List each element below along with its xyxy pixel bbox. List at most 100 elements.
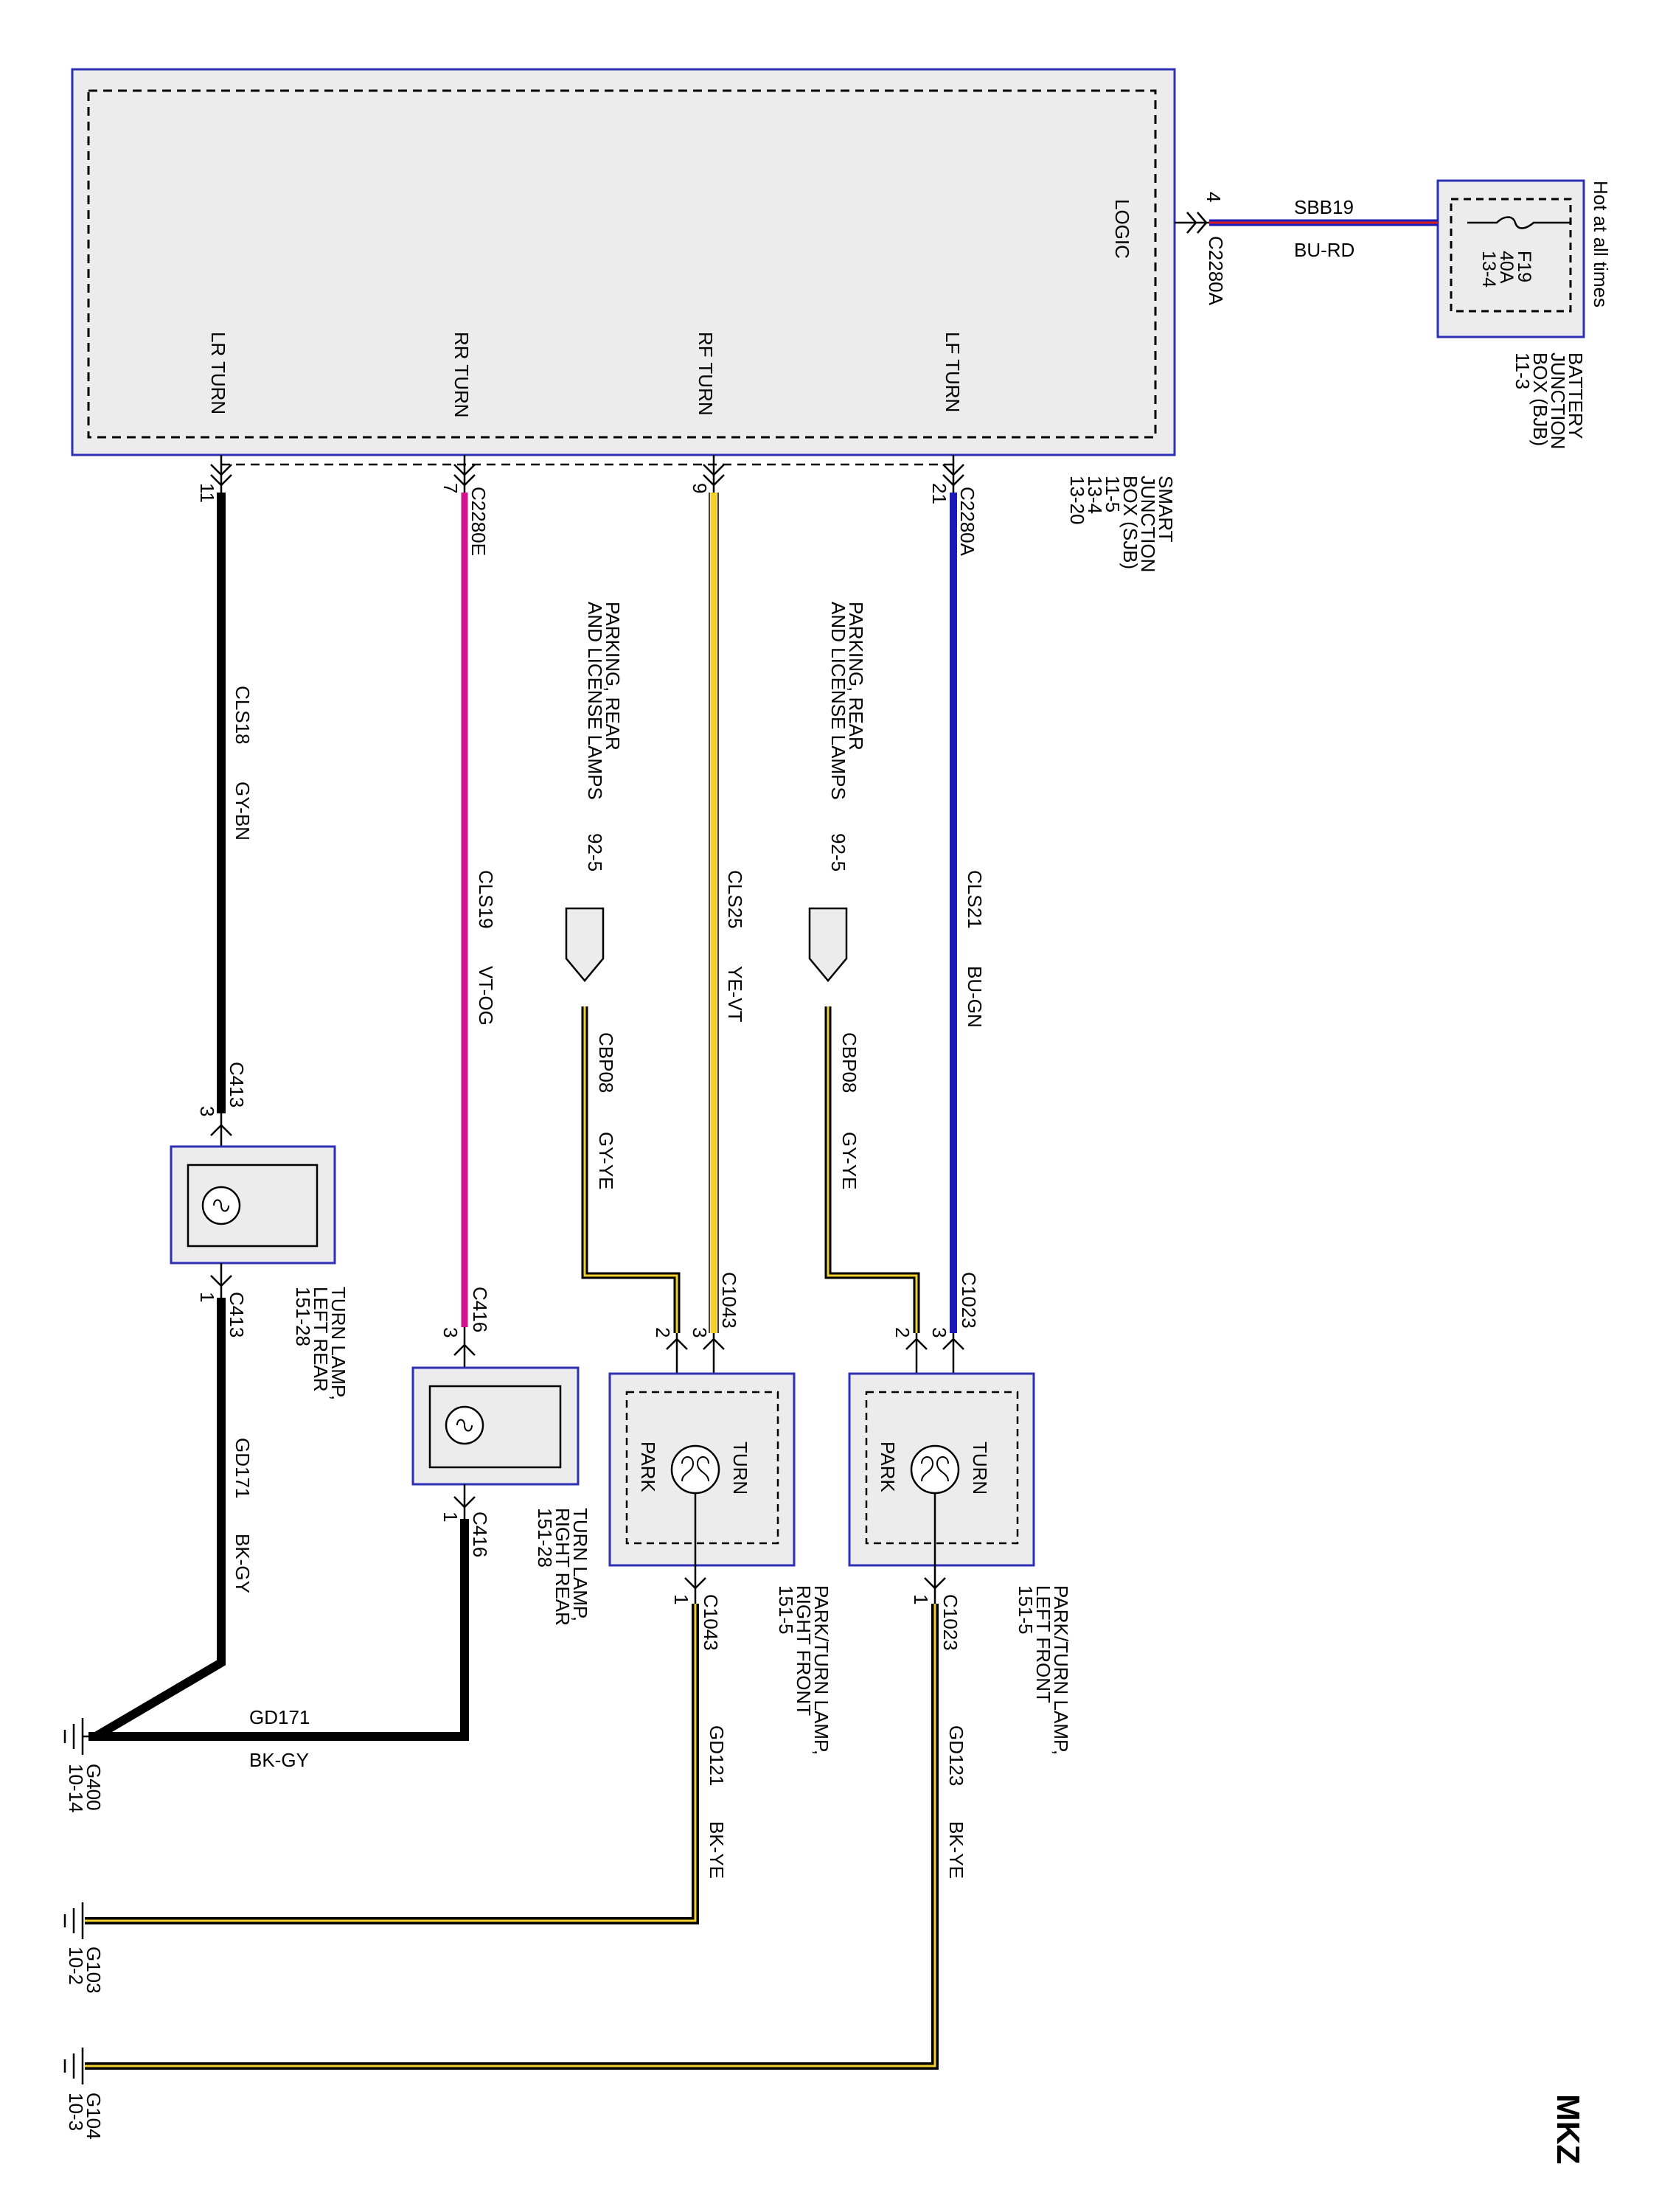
rf-wire-color: YE-VT <box>724 966 746 1023</box>
lf-lamp-pin-out: 1 <box>910 1594 932 1604</box>
rf-lamp-park-chevron <box>666 1338 688 1350</box>
lr-ground-wire <box>93 1298 226 1741</box>
lr-pin-number: 11 <box>196 483 218 503</box>
lf-pin-number: 21 <box>928 483 950 504</box>
lf-lamp-turn-label: TURN <box>969 1441 991 1495</box>
rr-ground-wire <box>88 1519 469 1741</box>
rf-lamp-ref: 151-5 <box>775 1585 797 1635</box>
lr-lamp-connector-in: C413 <box>226 1062 248 1107</box>
supply-pin: 4 <box>1203 192 1225 202</box>
rr-pin-number: 7 <box>439 483 462 493</box>
rr-lamp-pin-out: 1 <box>439 1512 462 1522</box>
rf-lamp-out-chevron <box>684 1577 706 1590</box>
lf-park-feed-circuit: CBP08 <box>838 1032 860 1093</box>
lr-wire-circuit: CLS18 <box>232 686 254 745</box>
fuse-symbol <box>1467 216 1571 229</box>
sjb-inner-dashed <box>87 89 1157 439</box>
rf-pin-number: 9 <box>689 483 711 493</box>
supply-pin-chevron <box>1186 212 1197 234</box>
rf-lamp-name-line2: RIGHT FRONT <box>793 1585 815 1716</box>
lf-park-feed-color: GY-YE <box>838 1132 860 1190</box>
lr-lamp-ref: 151-28 <box>292 1287 314 1346</box>
lf-bulb-filament-b <box>936 1456 949 1482</box>
rf-pin-chevron <box>703 464 725 476</box>
lf-park-feed-line2: AND LICENSE LAMPS <box>827 602 849 800</box>
rf-park-feed-connector <box>565 907 605 982</box>
rf-lamp-inner-dashed <box>625 1391 779 1545</box>
lf-park-feed-line1: PARKING, REAR <box>845 602 867 751</box>
sjb-ref-3: 13-20 <box>1066 476 1088 525</box>
rr-lamp-name-line1: TURN LAMP, <box>569 1508 591 1621</box>
sjb-output-rf-label: RF TURN <box>695 332 717 416</box>
lf-pin-chevron2 <box>942 474 964 487</box>
rr-wire-circuit: CLS19 <box>475 870 497 929</box>
rf-lamp-connector-out: C1043 <box>700 1594 722 1651</box>
lr-lamp-pin-in: 3 <box>196 1106 218 1116</box>
sjb-name-line1: SMART <box>1155 476 1177 543</box>
rf-ground-circuit: GD121 <box>706 1725 728 1786</box>
rf-bulb-icon <box>670 1444 720 1495</box>
ground-icon-g104 <box>63 2048 84 2084</box>
sjb-name-line2: JUNCTION <box>1137 476 1159 572</box>
rf-park-feed-line1: PARKING, REAR <box>602 602 624 751</box>
rf-park-feed-line2: AND LICENSE LAMPS <box>584 602 606 800</box>
ground-icon-g400 <box>63 1718 92 1755</box>
supply-circuit: SBB19 <box>1294 196 1354 218</box>
lf-bulb-filament-a <box>921 1456 934 1482</box>
lf-lamp-inner-dashed <box>865 1391 1019 1545</box>
lf-lamp-pin-park: 2 <box>891 1327 914 1338</box>
rr-ground-circuit: GD171 <box>249 1706 310 1728</box>
lr-lamp-name-line1: TURN LAMP, <box>327 1287 349 1400</box>
rf-wire-circuit: CLS25 <box>724 870 746 929</box>
g400-name: G400 <box>83 1764 105 1811</box>
lf-ground-circuit: GD123 <box>945 1725 967 1786</box>
lr-lamp-name-line2: LEFT REAR <box>310 1287 332 1392</box>
sjb-logic-label: LOGIC <box>1111 199 1133 259</box>
rf-ground-color: BK-YE <box>706 1821 728 1879</box>
bjb-inner-dashed <box>1450 198 1572 313</box>
bjb-name-line1: BATTERY <box>1565 352 1587 439</box>
lr-pin-chevron2 <box>210 474 232 487</box>
lf-wire-color: BU-GN <box>964 966 986 1028</box>
bjb-hot-label: Hot at all times <box>1590 181 1612 307</box>
lr-pin-chevron <box>210 464 232 476</box>
fuse-ref: 13-4 <box>1478 251 1499 288</box>
lf-lamp-name-line2: LEFT FRONT <box>1032 1585 1054 1703</box>
rf-lamp-pin-turn: 3 <box>689 1327 711 1338</box>
lr-lamp-connector-out: C413 <box>226 1292 248 1338</box>
rf-lamp-name-line1: PARK/TURN LAMP, <box>810 1585 832 1755</box>
rf-bulb-filament-b <box>696 1456 709 1482</box>
rr-lamp-name-line2: RIGHT REAR <box>552 1508 574 1626</box>
bjb-ref: 11-3 <box>1512 352 1534 389</box>
lf-lamp-turn-chevron <box>942 1338 964 1350</box>
lf-lamp-park-label: PARK <box>877 1441 899 1493</box>
lr-lamp-out-chevron <box>210 1275 232 1287</box>
rf-park-feed-color: GY-YE <box>595 1132 617 1190</box>
rf-lamp-turn-label: TURN <box>729 1441 751 1495</box>
lf-lamp-out-chevron <box>924 1577 946 1590</box>
rf-lamp-pin-out: 1 <box>670 1594 692 1604</box>
g400-ref: 10-14 <box>65 1764 87 1813</box>
rf-park-feed-ref: 92-5 <box>584 833 606 872</box>
rf-park-feed-wire-stripe <box>583 1006 678 1333</box>
lr-ground-color: BK-GY <box>232 1534 254 1593</box>
g103-name: G103 <box>83 1947 105 1994</box>
lf-ground-color: BK-YE <box>945 1821 967 1879</box>
rr-pin-chevron2 <box>453 474 476 487</box>
sjb-module-box <box>71 68 1176 456</box>
sjb-output-rr-label: RR TURN <box>451 332 473 418</box>
g104-ref: 10-3 <box>65 2093 87 2131</box>
lf-pin-chevron <box>942 464 964 476</box>
supply-pin-chevron2 <box>1197 212 1208 234</box>
sjb-ref-2: 13-4 <box>1084 476 1106 514</box>
bjb-name-line2: JUNCTION <box>1547 352 1569 449</box>
rr-pin-chevron <box>453 464 476 476</box>
ground-icon-g103 <box>63 1902 84 1939</box>
fuse-rating: 40A <box>1496 251 1517 284</box>
lf-lamp-connector-out: C1023 <box>939 1594 961 1651</box>
lf-lamp-name-line1: PARK/TURN LAMP, <box>1050 1585 1072 1755</box>
rr-pin-connector: C2280E <box>467 487 490 556</box>
fuse-name: F19 <box>1514 251 1534 282</box>
rf-ground-wire <box>85 1604 699 1924</box>
